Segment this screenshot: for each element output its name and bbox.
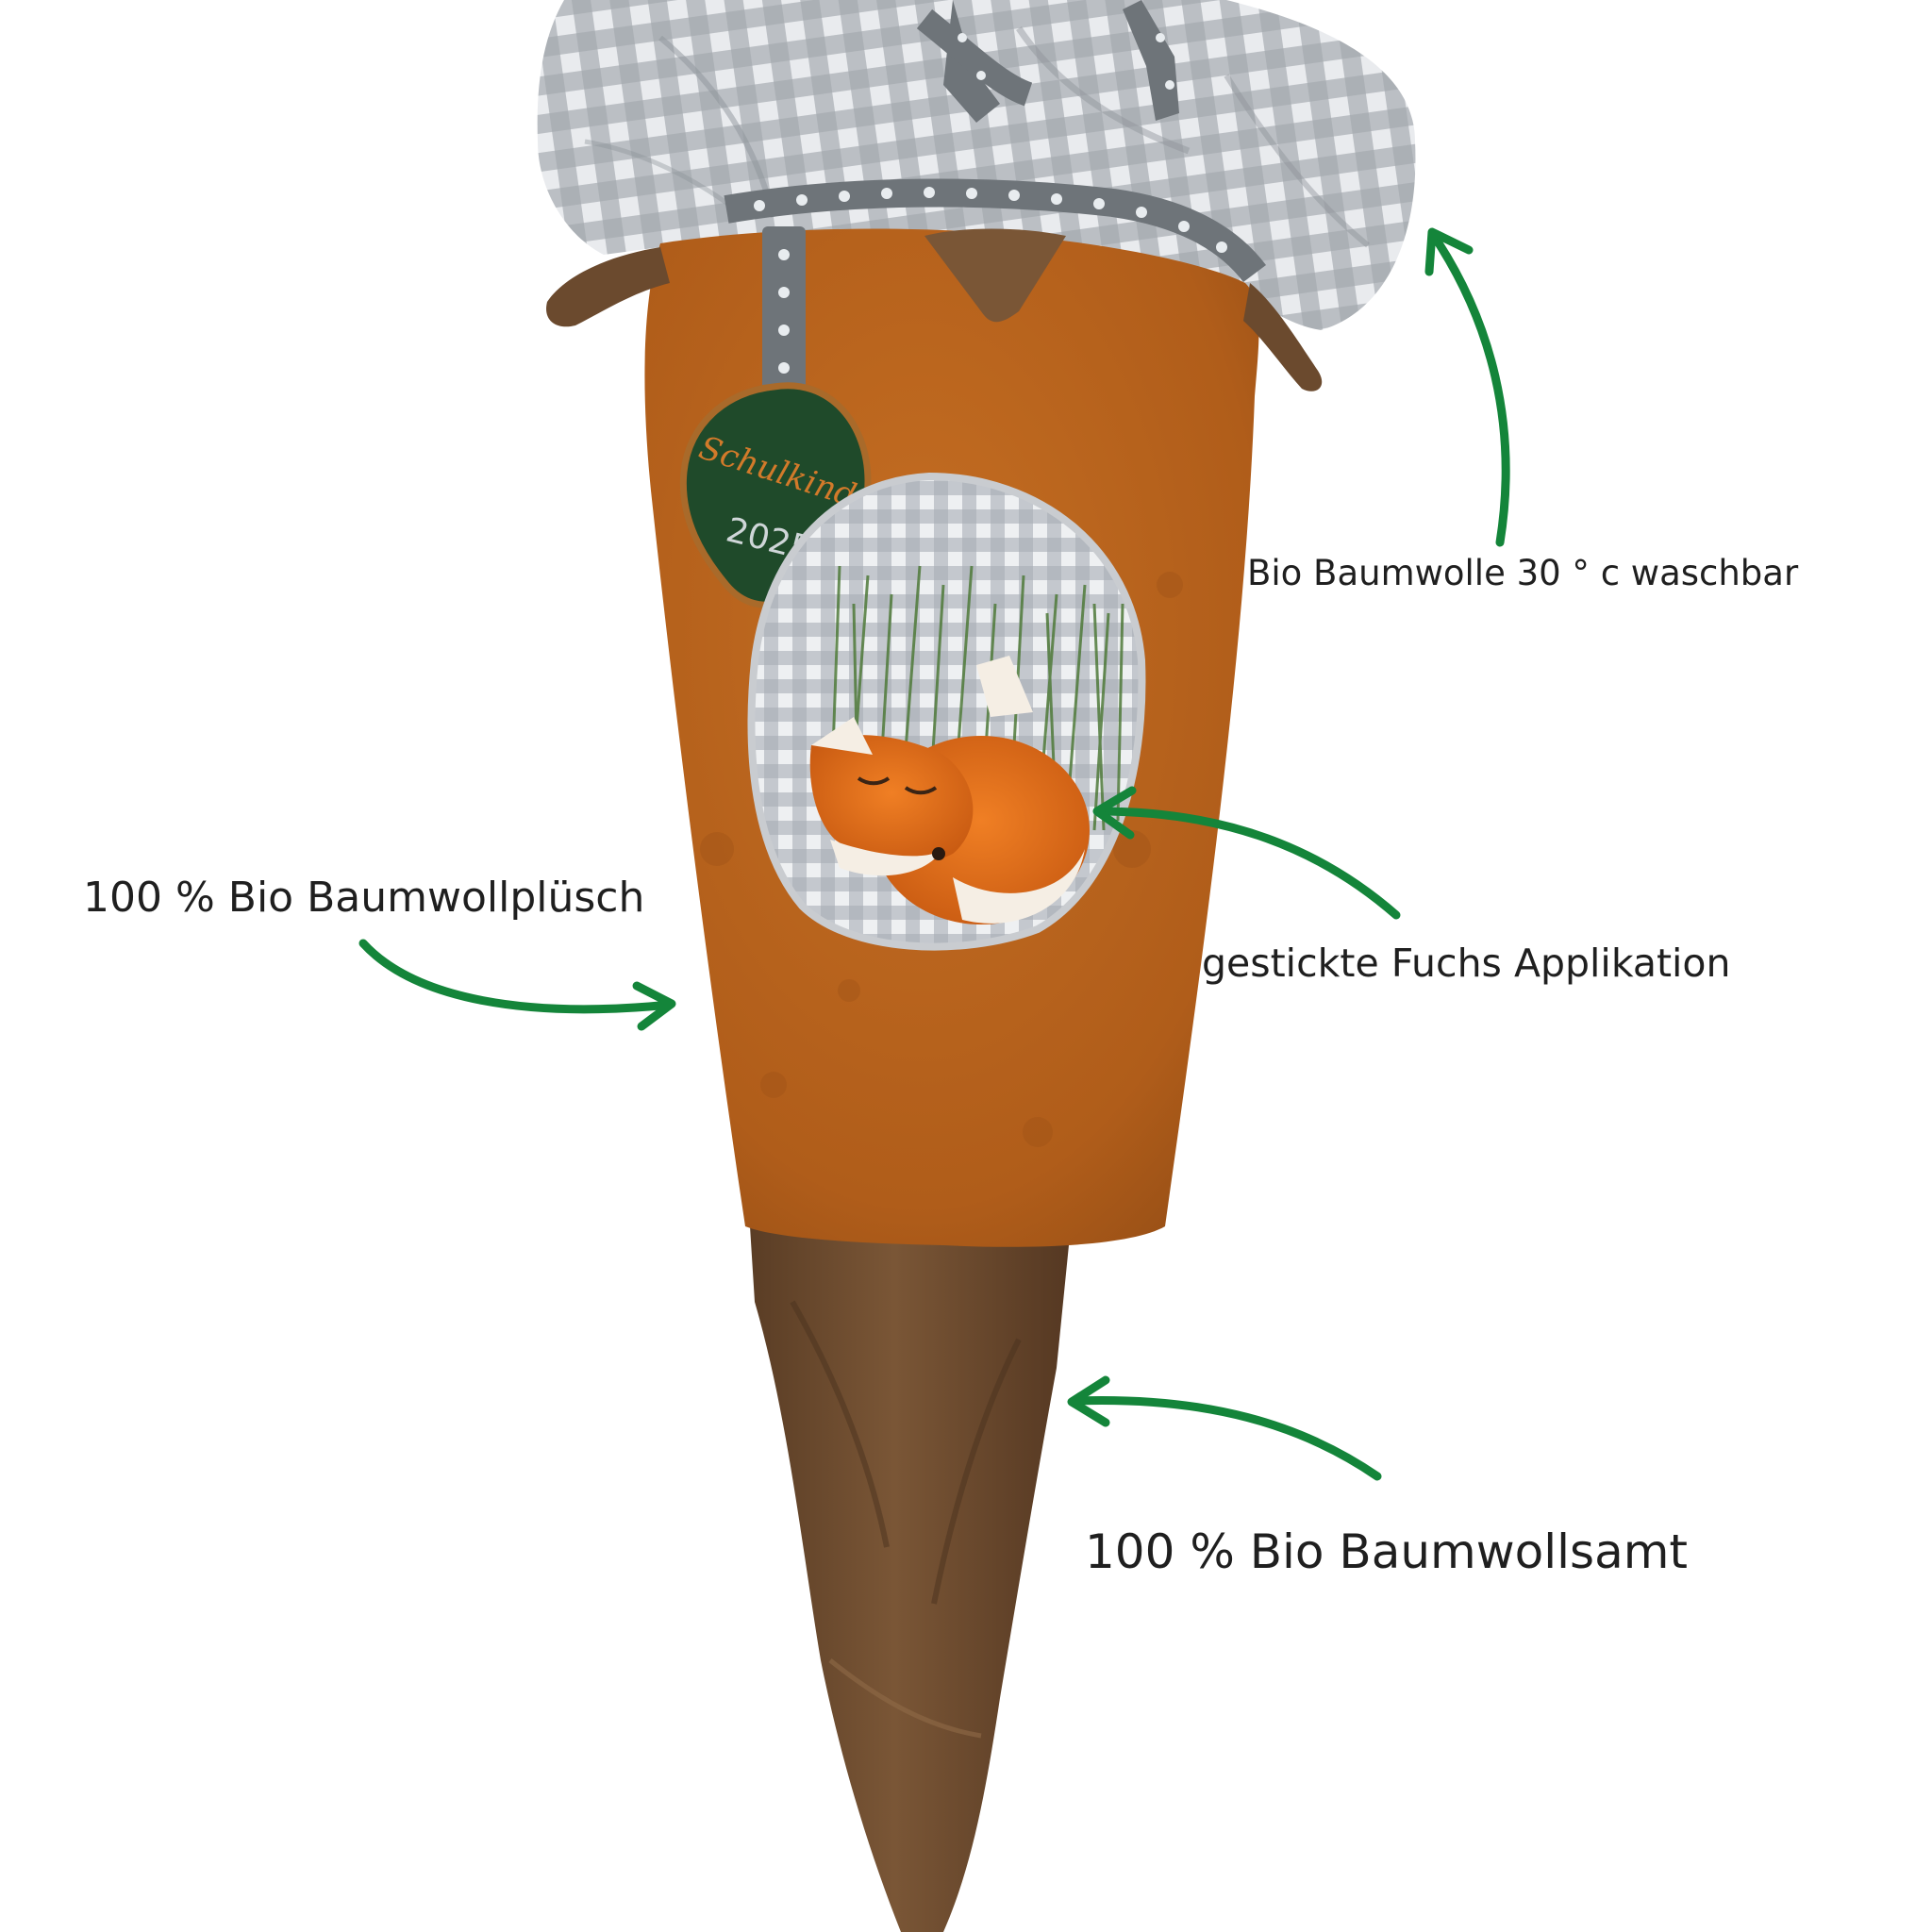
velvet-tip bbox=[750, 1226, 1071, 1932]
tag-ribbon bbox=[762, 226, 806, 406]
arrow-top bbox=[1424, 227, 1510, 547]
fox-applique bbox=[747, 472, 1146, 951]
right-ear-tab bbox=[1243, 283, 1323, 391]
arrow-left bbox=[358, 939, 676, 1031]
arrow-fox bbox=[1092, 786, 1401, 920]
ribbon-bow bbox=[916, 0, 1179, 123]
annotation-plush-label: 100 % Bio Baumwollplüsch bbox=[83, 874, 645, 922]
arrow-bottom bbox=[1067, 1375, 1382, 1481]
annotation-velvet-label: 100 % Bio Baumwollsamt bbox=[1085, 1524, 1689, 1579]
star-ribbon-band bbox=[724, 178, 1266, 283]
annotation-fox-label: gestickte Fuchs Applikation bbox=[1202, 941, 1731, 986]
annotation-wash-label: Bio Baumwolle 30 ° c waschbar bbox=[1247, 553, 1799, 593]
center-velvet-point bbox=[924, 228, 1066, 323]
left-ear-tab bbox=[546, 247, 670, 327]
